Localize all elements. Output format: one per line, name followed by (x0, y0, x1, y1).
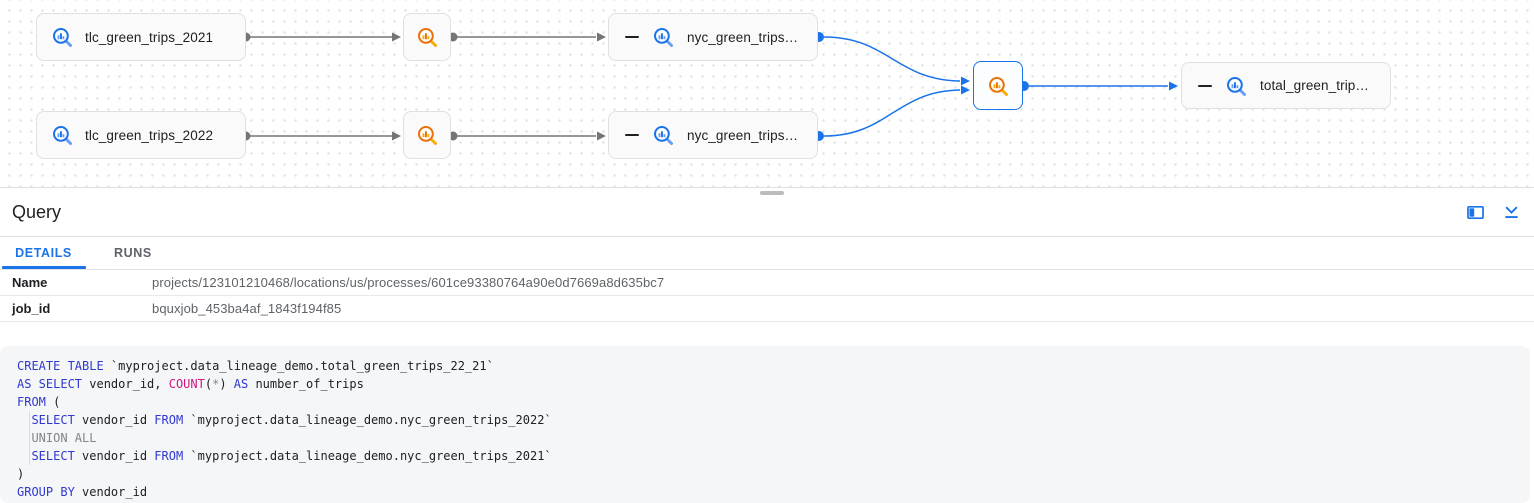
bigquery-table-icon (652, 26, 674, 48)
sql-code: CREATE TABLE `myproject.data_lineage_dem… (17, 359, 552, 499)
minus-icon[interactable] (625, 134, 639, 136)
panel-title: Query (12, 201, 62, 222)
bigquery-process-icon (416, 124, 438, 146)
node-label: tlc_green_trips_2021 (85, 29, 214, 45)
bigquery-process-icon (416, 26, 438, 48)
tab-runs[interactable]: RUNS (114, 246, 152, 260)
detail-value: projects/123101210468/locations/us/proce… (152, 275, 665, 290)
detail-row-name: Name projects/123101210468/locations/us/… (0, 270, 1534, 296)
lineage-edges (241, 32, 1178, 141)
panel-tabs: DETAILS RUNS (0, 237, 1534, 270)
bigquery-table-icon (1225, 75, 1247, 97)
node-label: nyc_green_trips… (687, 127, 799, 143)
detail-row-job-id: job_id bquxjob_453ba4af_1843f194f85 (0, 296, 1534, 322)
node-nyc-green-trips-2022[interactable]: nyc_green_trips… (608, 111, 818, 159)
collapse-panel-icon[interactable] (1502, 203, 1520, 221)
bigquery-process-icon (987, 75, 1009, 97)
minus-icon[interactable] (1198, 84, 1212, 87)
node-nyc-green-trips-2021[interactable]: nyc_green_trips… (608, 13, 818, 61)
node-total-green-trips[interactable]: total_green_trip… (1181, 62, 1391, 109)
node-label: total_green_trip… (1260, 78, 1370, 93)
bigquery-table-icon (652, 124, 674, 146)
node-process-2021[interactable] (403, 13, 451, 61)
node-tlc-green-trips-2021[interactable]: tlc_green_trips_2021 (36, 13, 246, 61)
minus-icon[interactable] (625, 36, 639, 38)
bigquery-table-icon (51, 26, 73, 48)
node-process-query-selected[interactable] (973, 61, 1023, 110)
active-tab-indicator (2, 266, 86, 269)
indent-guide (29, 411, 30, 465)
panel-header: Query (0, 188, 1534, 237)
detail-label: Name (12, 275, 48, 290)
node-process-2022[interactable] (403, 111, 451, 159)
tab-details[interactable]: DETAILS (15, 246, 72, 260)
node-label: nyc_green_trips… (687, 29, 799, 45)
detail-label: job_id (12, 301, 51, 316)
query-details-panel: Query DETAILS RUNS Name projects/1231012… (0, 188, 1534, 503)
sql-code-block: CREATE TABLE `myproject.data_lineage_dem… (0, 346, 1530, 503)
bigquery-table-icon (51, 124, 73, 146)
detail-value: bquxjob_453ba4af_1843f194f85 (152, 301, 342, 316)
node-tlc-green-trips-2022[interactable]: tlc_green_trips_2022 (36, 111, 246, 159)
lineage-graph-canvas[interactable]: tlc_green_trips_2021 tlc_green_trips_202… (0, 0, 1534, 188)
side-panel-icon[interactable] (1466, 203, 1484, 221)
panel-resize-handle[interactable] (760, 191, 784, 195)
node-label: tlc_green_trips_2022 (85, 127, 214, 143)
